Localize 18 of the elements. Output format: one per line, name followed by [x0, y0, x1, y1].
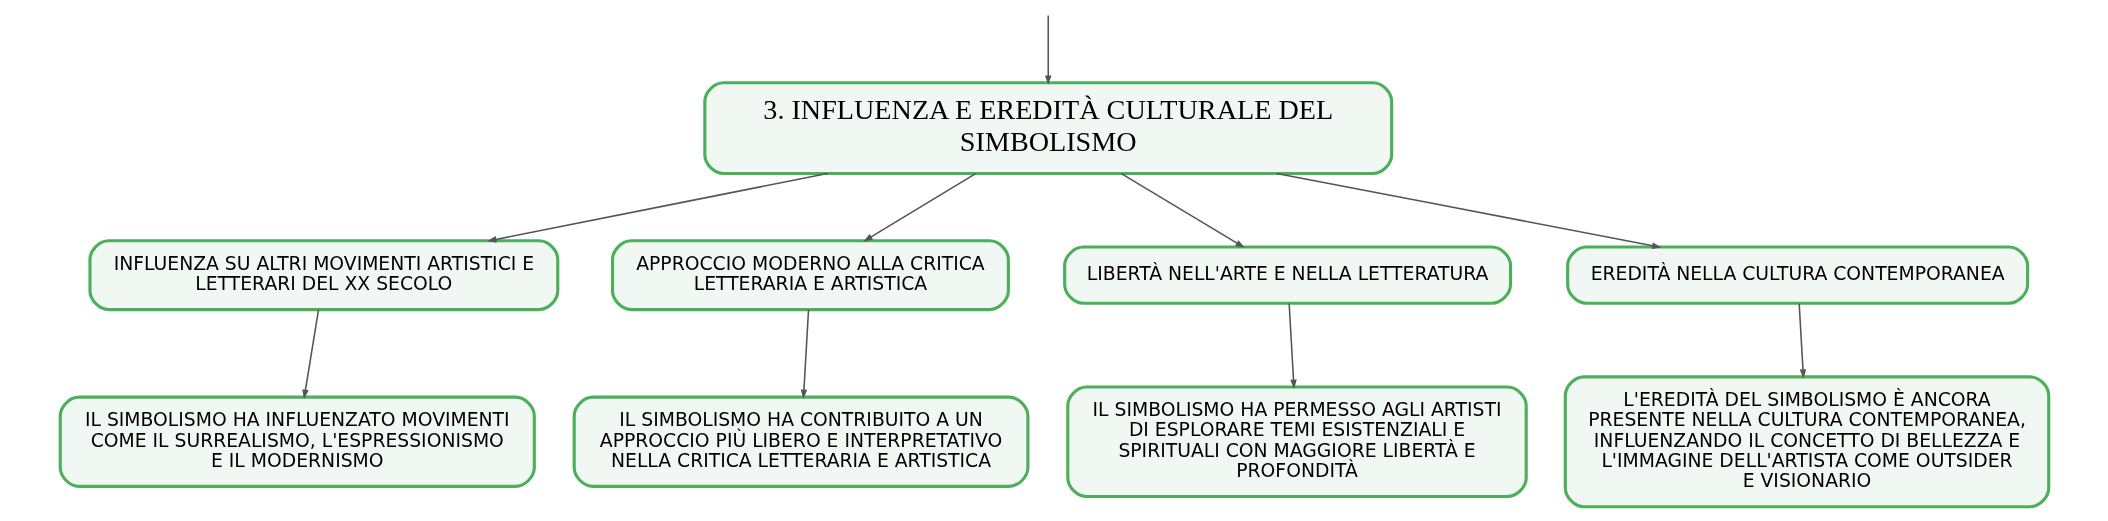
arrow — [800, 309, 809, 399]
arrow — [1120, 172, 1245, 248]
node-box: L'EREDITÀ DEL SIMBOLISMO È ANCORA PRESENTE NELLA CULTURA CONTEMPORANEA, INFLUENZANDO IL CONCETTO DI BELLEZZA E L'IMMAGINE DELL'ARTISTA COME OUTSIDER E VISIONARIO — [1563, 375, 2050, 509]
node-box: INFLUENZA SU ALTRI MOVIMENTI ARTISTICI E LETTERARI DEL XX SECOLO — [87, 239, 559, 312]
arrow — [486, 172, 828, 243]
node-box: IL SIMBOLISMO HA INFLUENZATO MOVIMENTI COME IL SURREALISMO, L'ESPRESSIONISMO E IL MODERNISMO — [58, 395, 536, 488]
arrow — [1287, 302, 1297, 390]
arrow — [1044, 14, 1052, 85]
arrow — [1797, 302, 1806, 379]
node-box: 3. INFLUENZA E EREDITÀ CULTURALE DEL SIMBOLISMO — [702, 81, 1393, 175]
node-box: APPROCCIO MODERNO ALLA CRITICA LETTERARIA E ARTISTICA — [610, 239, 1010, 312]
node-box: LIBERTÀ NELL'ARTE E NELLA LETTERATURA — [1062, 245, 1512, 305]
arrow — [1275, 172, 1661, 249]
node-box: IL SIMBOLISMO HA PERMESSO AGLI ARTISTI DI ESPLORARE TEMI ESISTENZIALI E SPIRITUALI CON MAGGIORE LIBERTÀ E PROFONDITÀ — [1065, 385, 1528, 499]
node-box: EREDITÀ NELLA CULTURA CONTEMPORANEA — [1565, 245, 2029, 305]
node-box: IL SIMBOLISMO HA CONTRIBUITO A UN APPROCCIO PIÙ LIBERO E INTERPRETATIVO NELLA CRITICA LETTERARIA E ARTISTICA — [572, 395, 1029, 488]
arrow — [862, 172, 976, 242]
arrow — [301, 309, 319, 399]
